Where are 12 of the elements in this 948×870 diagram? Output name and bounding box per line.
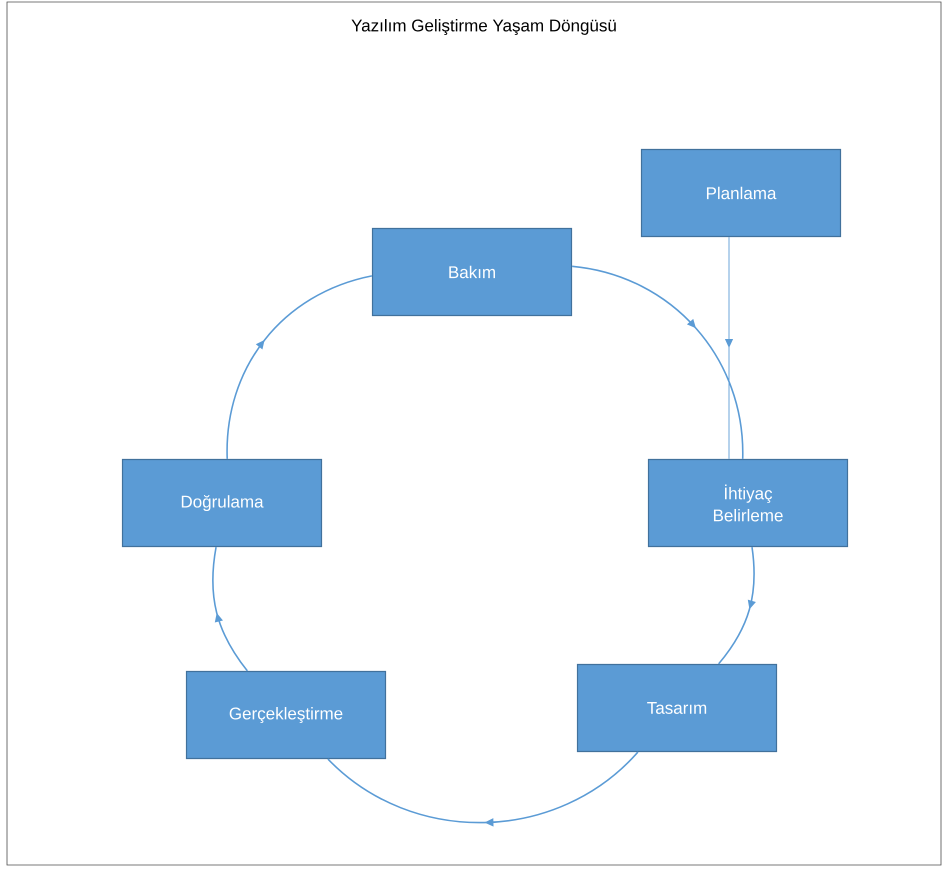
process-box: Planlama [640, 148, 842, 238]
title: Yazılım Geliştirme Yaşam Döngüsü [351, 19, 616, 35]
process-box: Bakım [372, 228, 572, 316]
arrow [718, 546, 756, 664]
arrow [212, 546, 248, 672]
process-box: İhtiyaç Belirleme [648, 458, 848, 548]
process-box: Gerçekleştirme [186, 670, 386, 760]
arrow [327, 752, 638, 827]
arrow [572, 265, 744, 459]
process-box: Tasarım [576, 664, 778, 752]
arrow [226, 275, 372, 459]
process-box: Doğrulama [122, 458, 322, 548]
